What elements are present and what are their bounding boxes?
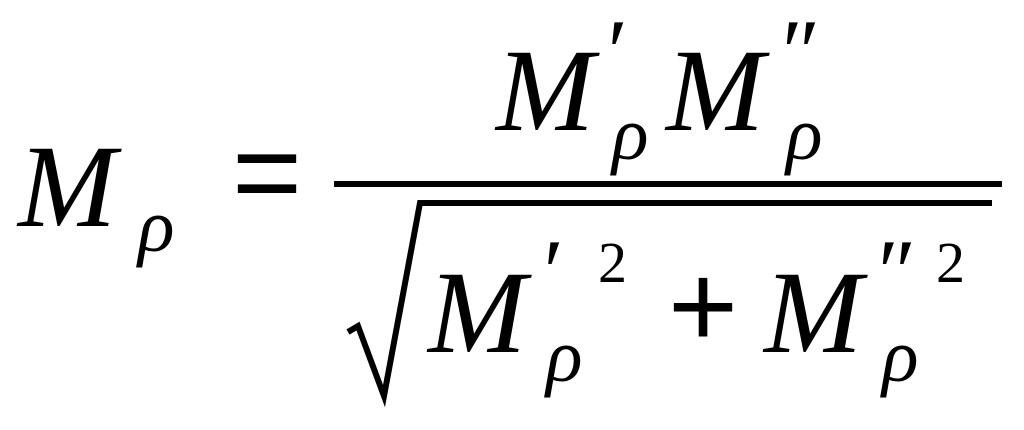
denominator-term2-subscript: ρ <box>882 314 919 398</box>
denominator-term1-superscript: 2 <box>598 230 627 295</box>
radical-sign <box>346 200 992 408</box>
numerator-term1-prime: ′ <box>602 1 623 103</box>
denominator-term1-symbol: M <box>428 247 527 378</box>
lhs-symbol: M <box>18 121 117 252</box>
denominator-term2-prime: ″ <box>872 221 911 323</box>
lhs-subscript: ρ <box>138 184 175 268</box>
numerator-term1-subscript: ρ <box>612 92 649 176</box>
denominator-term2-symbol: M <box>764 247 863 378</box>
denominator-term2-superscript: 2 <box>936 230 965 295</box>
numerator-term2-prime: ″ <box>776 1 815 103</box>
numerator-term2-symbol: M <box>666 25 765 156</box>
equals-sign: = <box>232 105 303 239</box>
plus-sign: + <box>668 239 739 373</box>
denominator-term1-prime: ′ <box>538 221 559 323</box>
numerator-term1-symbol: M <box>496 25 595 156</box>
denominator-term1-subscript: ρ <box>546 314 583 398</box>
numerator-term2-subscript: ρ <box>786 92 823 176</box>
